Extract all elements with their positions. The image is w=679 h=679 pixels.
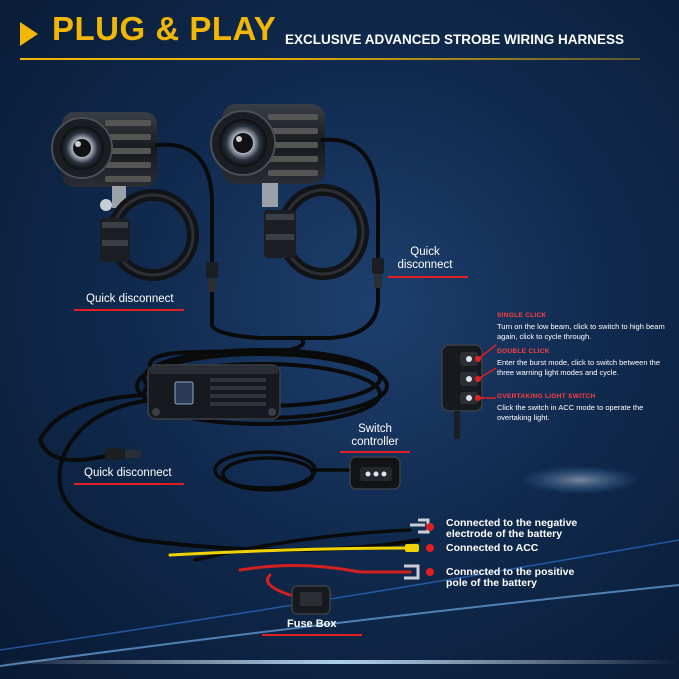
switch-cable	[213, 450, 350, 492]
right-headlight	[210, 104, 325, 207]
title-underline	[20, 58, 640, 60]
positive-marker	[426, 568, 434, 576]
right-mount-clamp	[264, 184, 369, 280]
info-body-double-click: Enter the burst mode, click to switch be…	[497, 358, 660, 377]
header: PLUG & PLAY EXCLUSIVE ADVANCED STROBE WI…	[0, 0, 679, 70]
info-title-overtaking: OVERTAKING LIGHT SWITCH	[497, 393, 596, 400]
label-underline	[388, 276, 468, 278]
label-quick-disconnect-bottom: Quick disconnect	[84, 467, 172, 479]
switch-detail-device	[441, 344, 483, 439]
play-arrow-icon	[20, 22, 38, 46]
battery-wires	[168, 528, 412, 597]
switch-controller-device[interactable]	[349, 456, 401, 490]
info-body-single-click: Turn on the low beam, click to switch to…	[497, 322, 665, 341]
label-underline	[74, 483, 184, 485]
connection-positive: Connected to the positive pole of the ba…	[446, 566, 575, 589]
left-mount-clamp	[100, 189, 199, 281]
label-switch-controller: Switch controller	[351, 423, 399, 448]
page-subtitle: EXCLUSIVE ADVANCED STROBE WIRING HARNESS	[285, 32, 625, 47]
negative-marker	[426, 523, 434, 531]
quick-disconnect-connector	[206, 258, 384, 292]
page-title: PLUG & PLAY	[52, 10, 277, 47]
switch-detail-markers	[475, 344, 497, 401]
info-title-double-click: DOUBLE CLICK	[497, 348, 550, 355]
floor-glow	[0, 660, 679, 664]
label-underline	[74, 309, 184, 311]
bottom-quick-disconnect-connector	[105, 448, 141, 460]
lens-flare	[520, 466, 640, 494]
fuse-box	[291, 585, 331, 615]
light-streak	[0, 584, 679, 667]
control-module	[147, 364, 281, 420]
connection-negative: Connected to the negative electrode of t…	[446, 517, 578, 540]
left-headlight	[51, 112, 157, 211]
acc-terminal	[405, 544, 419, 552]
light-streak	[0, 539, 679, 651]
info-title-single-click: SINGLE CLICK	[497, 312, 547, 319]
info-body-overtaking: Click the switch in ACC mode to operate …	[497, 403, 644, 422]
acc-marker	[426, 544, 434, 552]
label-underline	[340, 451, 410, 453]
label-fuse-box: Fuse Box	[287, 618, 337, 630]
label-quick-disconnect-right: Quick disconnect	[397, 246, 453, 271]
label-quick-disconnect-left: Quick disconnect	[86, 293, 174, 305]
connection-acc: Connected to ACC	[446, 542, 539, 554]
label-underline	[262, 634, 362, 636]
